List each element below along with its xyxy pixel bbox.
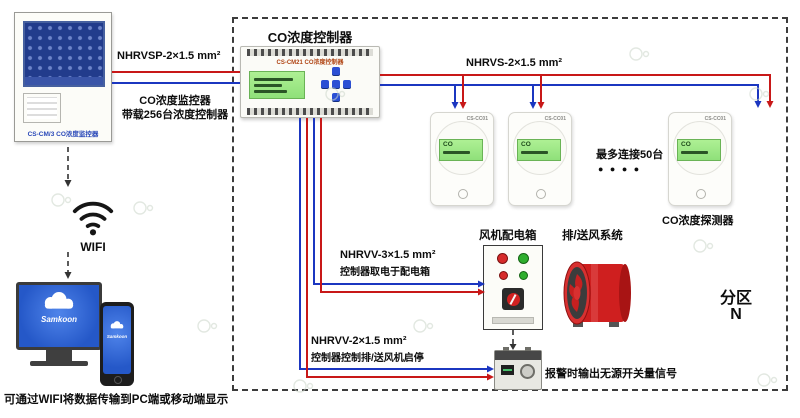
brand-logo-icon — [458, 189, 468, 199]
detector-caption: CO浓度探测器 — [662, 215, 734, 227]
zone-dashed-border — [232, 17, 788, 391]
controller-terminals-bottom — [247, 108, 373, 115]
cable-label-nhrvsp: NHRVSP-2×1.5 mm² — [117, 50, 221, 62]
cable-label-nhrvv3: NHRVV-3×1.5 mm² — [340, 249, 436, 261]
co-controller-device: CS-CM21 CO浓度控制器 — [240, 46, 380, 118]
co-detector-2: CS-CC01 CO — [508, 112, 572, 206]
alarm-output-device — [494, 347, 542, 390]
pc-monitor: Samkoon — [16, 282, 102, 350]
cable-label-nhrvv2: NHRVV-2×1.5 mm² — [311, 335, 407, 347]
phone-screen: Samkoon — [103, 306, 131, 374]
detector-model-label: CS-CC01 — [466, 116, 488, 122]
co-monitor-device: CS-CM/3 CO浓度监控器 — [14, 12, 112, 142]
brand-logo-icon — [536, 189, 546, 199]
wifi-label: WIFI — [80, 240, 106, 254]
pc-brand-text: Samkoon — [40, 315, 77, 324]
red-indicator-lamp — [497, 253, 508, 264]
rotary-switch — [502, 288, 524, 310]
red-button — [499, 271, 508, 280]
fanbox-caption: 风机配电箱 — [479, 230, 537, 242]
detector-model-label: CS-CC01 — [544, 116, 566, 122]
detector-lcd: CO — [439, 139, 483, 161]
detector-lcd: CO — [677, 139, 721, 161]
pc-monitor-neck — [46, 350, 72, 361]
controller-model-label: CS-CM21 CO浓度控制器 — [276, 60, 344, 66]
fansystem-caption: 排/送风系统 — [562, 230, 623, 242]
max-connection-note: 最多连接50台 — [596, 149, 664, 161]
co-detector-3: CS-CC01 CO — [668, 112, 732, 206]
monitor-keypad — [23, 93, 61, 123]
cable-desc-nhrvv3: 控制器取电于配电箱 — [340, 267, 430, 278]
phone-home-button — [114, 376, 122, 384]
controller-keypad — [315, 67, 357, 103]
zone-label-line1: 分区 — [719, 290, 752, 307]
green-button — [519, 271, 528, 280]
brand-logo-icon — [696, 189, 706, 199]
monitor-model-label: CS-CM/3 CO浓度监控器 — [27, 131, 99, 138]
detector-model-label: CS-CC01 — [704, 116, 726, 122]
green-indicator-lamp — [518, 253, 529, 264]
controller-lcd — [249, 71, 305, 99]
exhaust-fan — [555, 258, 635, 330]
co-detector-1: CS-CC01 CO — [430, 112, 494, 206]
cable-label-nhrvs: NHRVS-2×1.5 mm² — [466, 57, 563, 69]
fanbox-label-strip — [492, 317, 534, 324]
fan-power-box — [483, 245, 543, 330]
pc-monitor-base — [30, 361, 88, 366]
wifi-icon — [70, 194, 116, 238]
monitor-caption-line1: CO浓度监控器 — [139, 95, 211, 107]
monitor-screen-strip — [25, 77, 103, 85]
detector-lcd: CO — [517, 139, 561, 161]
mobile-phone: Samkoon — [100, 302, 134, 386]
cable-desc-nhrvv2: 控制器控制排/送风机启停 — [311, 353, 424, 364]
controller-title: CO浓度控制器 — [267, 30, 353, 45]
zone-label-line2: N — [730, 306, 742, 323]
monitor-caption-line2: 带载256台浓度控制器 — [121, 109, 229, 121]
continuation-dots: ● ● ● ● — [598, 164, 642, 174]
controller-terminals-top — [247, 49, 373, 56]
phone-brand-text: Samkoon — [106, 334, 128, 339]
bottom-note: 可通过WIFI将数据传输到PC端或移动端显示 — [4, 394, 229, 406]
monitor-screen — [23, 21, 105, 87]
alarm-note: 报警时输出无源开关量信号 — [545, 368, 677, 380]
